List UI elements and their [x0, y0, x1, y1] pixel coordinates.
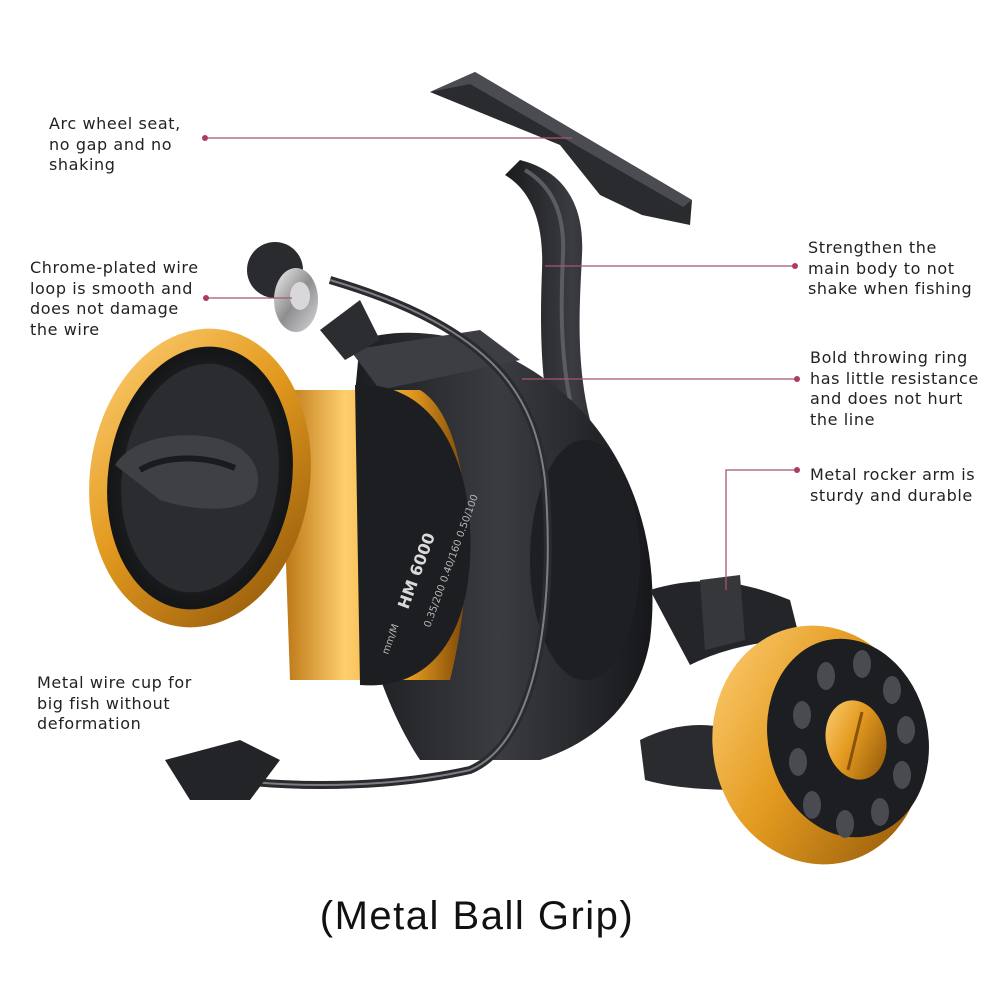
line-roller	[247, 242, 318, 332]
callout-throwing-ring: Bold throwing ring has little resistance…	[810, 348, 979, 429]
handle-knob	[640, 625, 929, 865]
bail-wire	[165, 276, 552, 800]
leader-lines	[205, 137, 797, 590]
callout-wire-cup: Metal wire cup for big fish without defo…	[37, 673, 192, 733]
spool: HM 6000 mm/M 0.35/200 0.40/160 0.50/100	[89, 328, 481, 686]
callout-arc-wheel-seat: Arc wheel seat, no gap and no shaking	[49, 114, 181, 174]
wheel-seat-foot	[430, 72, 692, 225]
callout-wire-loop: Chrome-plated wire loop is smooth and do…	[30, 258, 199, 339]
callout-main-body: Strengthen the main body to not shake wh…	[808, 238, 973, 298]
callout-rocker-arm: Metal rocker arm is sturdy and durable	[810, 465, 976, 505]
product-caption: (Metal Ball Grip)	[319, 894, 635, 938]
leader-dots	[202, 135, 800, 473]
rocker-arm	[650, 575, 800, 665]
reel-stem	[505, 160, 640, 575]
